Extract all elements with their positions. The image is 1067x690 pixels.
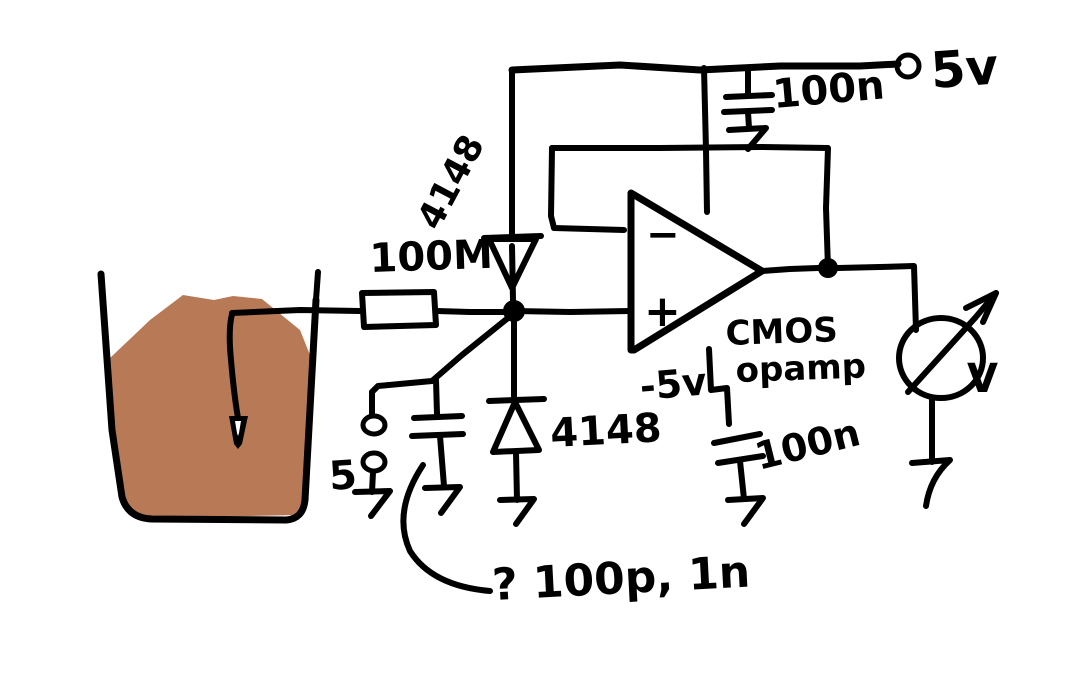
switch-terminal-top-icon [360,413,388,437]
switch-terminal-bottom-icon [360,450,388,474]
opamp-output-node [759,258,919,333]
opamp-triangle-icon [627,189,766,354]
cap-input-upper-lead [433,377,440,417]
opamp-label-line2: opamp [735,346,867,391]
opamp-minus-sign: − [646,212,680,258]
opamp-noninverting-input-wire [511,308,633,315]
switch-branch-rail [369,378,435,395]
capacitor-annotation-pointer [400,462,493,594]
cap-bottom-label: 100n [751,410,865,478]
diode-top-label: 4148 [410,129,493,237]
opamp-plus-sign: + [644,286,681,337]
opamp-vplus-wire [701,65,710,215]
capacitor-decoupling-negative: 100n [711,410,865,527]
diode-bottom-triangle-icon [490,399,542,455]
diode-4148-bottom: 4148 [486,319,663,527]
probe-tip-highlight [235,421,241,436]
diode-bottom-lower-lead [513,449,520,503]
cap-bottom-ground-icon [725,495,766,527]
cap-top-lower-lead [745,109,752,131]
resistor-body [359,289,439,330]
switch-label: 5 [327,452,358,500]
beaker-outline [97,270,320,524]
cap-input-plate-top-icon [411,413,465,421]
rail-positive-wire [508,60,902,74]
feedback-wire [548,144,831,271]
cap-input-ground-icon [422,484,463,516]
probe-signal-wire [229,307,511,316]
beaker-with-liquid [97,269,321,524]
meter-body-icon [896,315,986,401]
resistor-100m: 100M [359,232,494,330]
liquid-fill [110,295,312,518]
diode-top-lead [509,243,516,303]
terminal-5v-icon [894,52,922,80]
switch-5: 5 [327,389,393,519]
meter-label: V [967,356,998,402]
cap-bottom-lower-lead [737,458,747,502]
meter-needle-icon [905,315,978,395]
supply-rail-positive: 5v [508,37,1000,100]
capacitor-input [409,377,466,516]
output-junction-dot [818,258,838,278]
supply-rail-negative: -5v [638,346,732,427]
meter-ground-icon [909,457,953,509]
supply-negative-label: -5v [638,359,709,409]
cap-bottom-plate-1-icon [711,431,763,446]
output-wire-to-meter [835,263,919,333]
opamp-vminus-wire [706,346,732,427]
resistor-label: 100M [369,232,494,282]
opamp-label-line1: CMOS [725,310,839,354]
diode-bottom-ground-icon [497,496,537,527]
cap-input-lower-lead [437,433,447,489]
cap-top-plate-1-icon [723,92,775,100]
probe-wire [226,311,241,421]
voltmeter: V [896,290,999,509]
opamp-cmos: − + CMOS opamp [511,189,867,391]
diode-bottom-label: 4148 [549,405,663,457]
terminal-5v-label: 5v [929,37,1000,100]
probe-electrode [226,311,248,449]
beaker-rim-right [313,269,321,303]
capacitor-decoupling-positive: 100n [721,62,887,152]
switch-ground-icon [352,488,393,519]
cap-top-label: 100n [771,62,887,118]
capacitor-question-label: ? 100p, 1n [491,547,751,611]
cap-top-ground-icon [726,125,769,152]
output-wire [759,265,821,274]
